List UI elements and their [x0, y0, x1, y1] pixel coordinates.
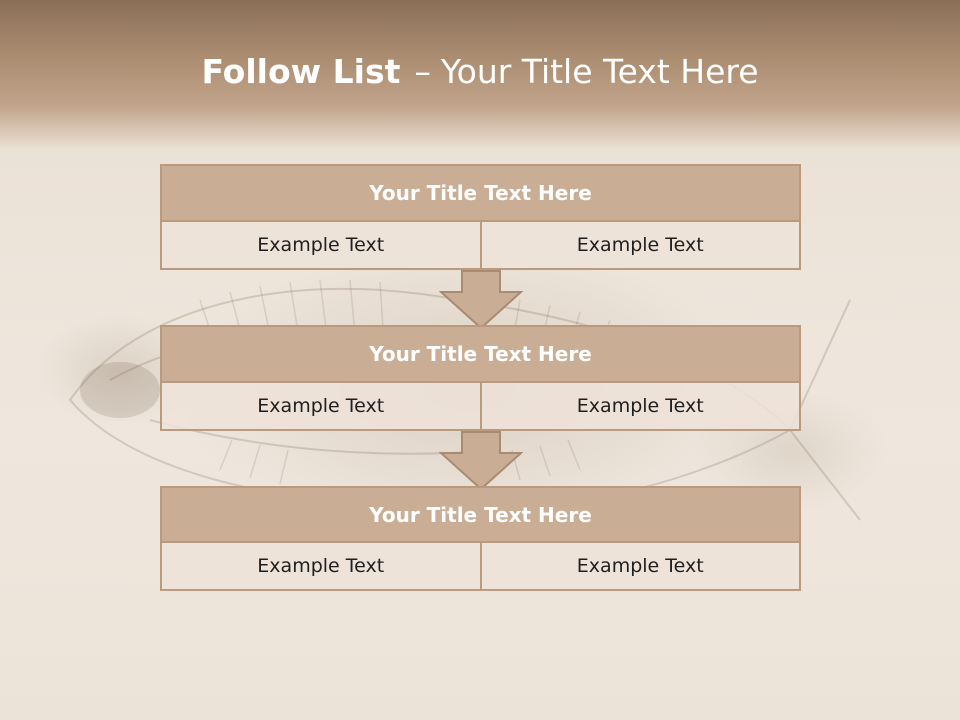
list-block-3: Your Title Text Here Example Text Exampl… [160, 486, 801, 591]
down-arrow-icon [439, 270, 523, 330]
slide-title-strong: Follow List [201, 52, 401, 91]
down-arrow-icon [439, 431, 523, 491]
list-block-2: Your Title Text Here Example Text Exampl… [160, 325, 801, 431]
slide-title-rest: Your Title Text Here [440, 52, 759, 91]
block-row: Example Text Example Text [162, 222, 799, 268]
block-title: Your Title Text Here [162, 327, 799, 383]
block-cell-left: Example Text [162, 383, 480, 429]
block-row: Example Text Example Text [162, 543, 799, 589]
slide-title: Follow List–Your Title Text Here [0, 52, 960, 91]
slide-title-separator: – [414, 52, 431, 91]
block-cell-left: Example Text [162, 543, 480, 589]
block-cell-right: Example Text [479, 543, 799, 589]
block-row: Example Text Example Text [162, 383, 799, 429]
list-block-1: Your Title Text Here Example Text Exampl… [160, 164, 801, 270]
header-band [0, 0, 960, 150]
block-cell-left: Example Text [162, 222, 480, 268]
block-title: Your Title Text Here [162, 166, 799, 222]
block-title: Your Title Text Here [162, 488, 799, 543]
block-cell-right: Example Text [479, 222, 799, 268]
block-cell-right: Example Text [479, 383, 799, 429]
